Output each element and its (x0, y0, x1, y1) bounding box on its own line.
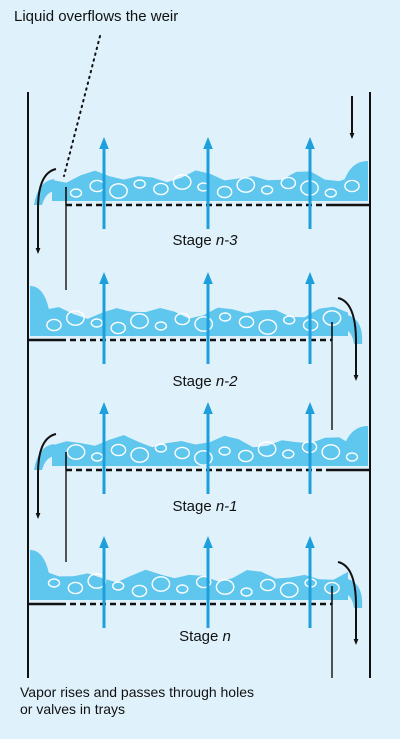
bubble (110, 443, 127, 457)
bubble (66, 444, 86, 460)
bubble (153, 182, 169, 196)
bubble (151, 576, 171, 592)
liquid-down-arrow-0 (35, 168, 57, 254)
bubble (133, 179, 146, 189)
bubble (154, 443, 168, 453)
stage-label-n-2: Stage n-2 (172, 373, 238, 390)
bubble (154, 321, 168, 331)
bubble (259, 578, 276, 592)
bubble (193, 450, 213, 466)
froth-layer-3 (30, 569, 348, 600)
bubble (195, 575, 212, 589)
liquid-down-arrow-3 (337, 561, 359, 645)
overflow-lump-3 (342, 578, 363, 608)
liquid-down-arrow-2 (35, 433, 57, 519)
annotation-leader (63, 35, 101, 177)
bubble (109, 183, 128, 199)
bubble (66, 310, 85, 326)
bubble (280, 176, 297, 190)
bubble (257, 441, 277, 457)
caption: Vapor rises and passes through holes or … (20, 684, 254, 718)
bubble (69, 188, 83, 198)
bubble (174, 446, 190, 460)
bubble (87, 573, 107, 589)
bubble (176, 584, 189, 594)
bubble (260, 185, 274, 195)
froth-layer-0 (52, 170, 368, 201)
stage-label-n-3: Stage n-3 (172, 232, 238, 249)
bubble (216, 185, 233, 199)
bubble (258, 319, 278, 335)
liquid-down-arrow-1 (337, 297, 359, 381)
bubble (238, 315, 255, 329)
stage-label-n-1: Stage n-1 (172, 498, 238, 515)
stage-label-n: Stage n (179, 628, 231, 645)
bubble (345, 452, 359, 462)
bubble (111, 581, 125, 591)
overflow-lump-2 (34, 444, 56, 470)
bubble (283, 315, 296, 325)
bubble (110, 321, 126, 335)
bubble (130, 313, 149, 329)
bubble (90, 318, 104, 328)
bubble (46, 318, 62, 332)
caption-line-1: Vapor rises and passes through holes (20, 684, 254, 700)
inflow-pool-3 (30, 550, 52, 600)
bubble (279, 582, 299, 598)
bubble (47, 578, 61, 588)
caption-line-2: or valves in trays (20, 701, 126, 717)
bubble (218, 312, 232, 322)
bubble (131, 584, 148, 598)
bubble (172, 174, 192, 190)
bubble (324, 188, 337, 198)
bubble (236, 177, 256, 193)
bubble (67, 581, 84, 595)
bubble (344, 179, 360, 193)
inflow-pool-2 (340, 426, 368, 466)
bubble (282, 449, 295, 459)
bubble (215, 579, 235, 595)
weir-annotation: Liquid overflows the weir (14, 8, 179, 25)
bubble (321, 444, 341, 460)
bubble (130, 447, 150, 463)
bubble (194, 316, 214, 332)
bubble (218, 446, 231, 456)
bubble (237, 449, 254, 463)
overflow-lump-0 (34, 179, 56, 205)
overflow-lump-1 (342, 314, 363, 344)
bubble (240, 587, 253, 597)
bubble (174, 312, 191, 326)
